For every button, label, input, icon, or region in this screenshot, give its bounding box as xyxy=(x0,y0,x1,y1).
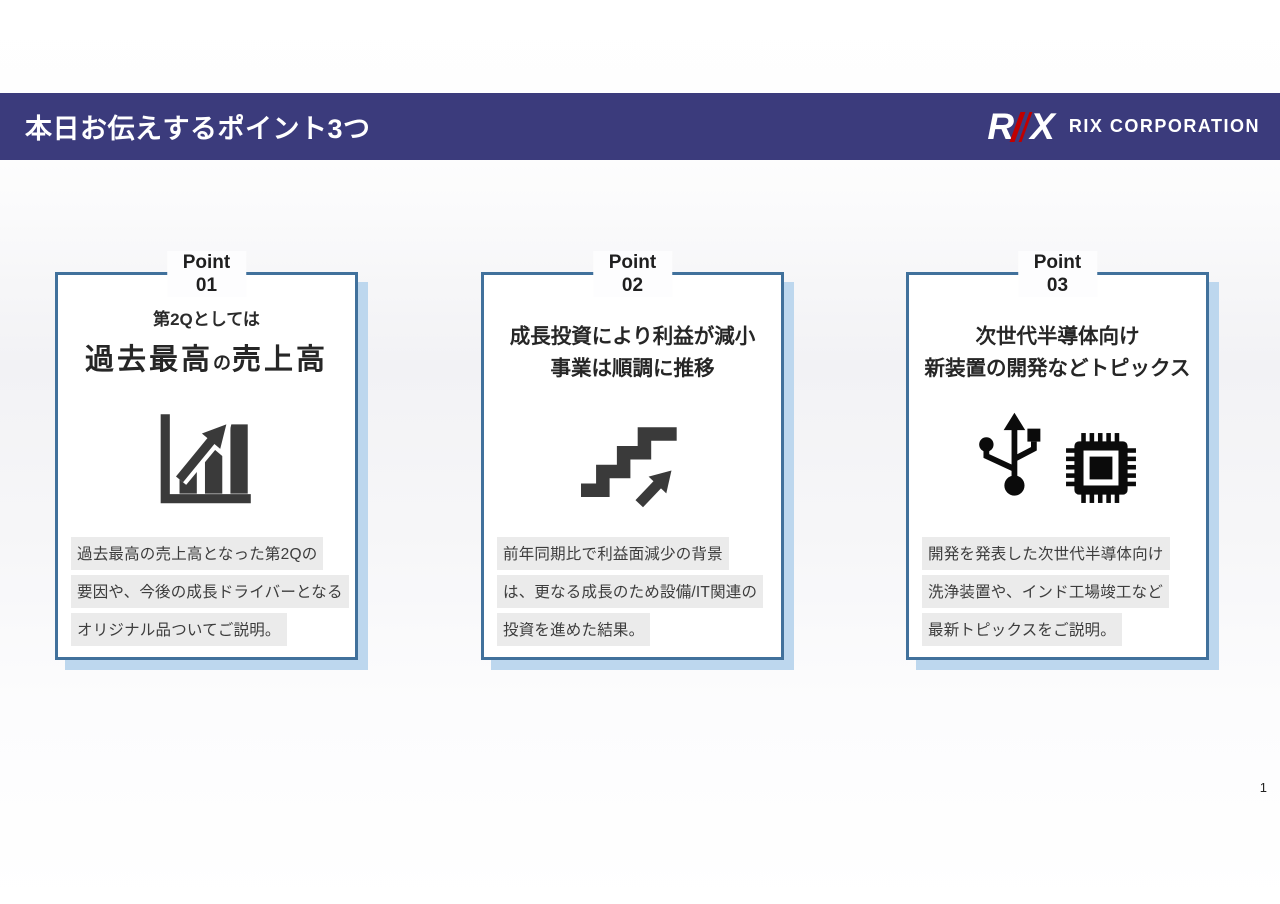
logo-slashes-icon xyxy=(1009,111,1033,142)
card3-title-lines: 次世代半導体向け 新装置の開発などトピックス xyxy=(924,325,1191,380)
point-word: Point xyxy=(182,252,231,273)
card1-body: 過去最高の売上高となった第2Qの 要因や、今後の成長ドライバーとなる オリジナル… xyxy=(71,537,349,651)
card2-body: 前年同期比で利益面減少の背景 は、更なる成長のため設備/IT関連の 投資を進めた… xyxy=(497,537,770,651)
body-line: 前年同期比で利益面減少の背景 xyxy=(497,537,770,570)
body-line: 投資を進めた結果。 xyxy=(497,613,770,646)
microchip-icon xyxy=(1065,433,1136,503)
page-title: 本日お伝えするポイント3つ xyxy=(25,114,371,144)
point-label-1: Point 01 xyxy=(166,251,247,297)
card2-title-lines: 成長投資により利益が減小 事業は順調に推移 xyxy=(509,325,756,380)
headline-particle: の xyxy=(213,353,232,373)
card1-title-sub: 第2Qとしては xyxy=(153,310,260,329)
body-line: 最新トピックスをご説明。 xyxy=(922,613,1195,646)
body-line: 開発を発表した次世代半導体向け xyxy=(922,537,1195,570)
point-number: 03 xyxy=(1046,275,1069,296)
usb-icon xyxy=(978,412,1040,496)
header-bar: 本日お伝えするポイント3つ R X RIX CORPORATION xyxy=(0,93,1280,160)
card2-title: 成長投資により利益が減小 事業は順調に推移 xyxy=(484,305,781,385)
body-line: 過去最高の売上高となった第2Qの xyxy=(71,537,344,570)
point-label-3: Point 03 xyxy=(1017,251,1098,297)
card1-icon-area xyxy=(58,393,355,525)
growth-bar-chart-icon xyxy=(160,414,251,504)
card2-icon-area xyxy=(484,393,781,525)
point-card-3: Point 03 次世代半導体向け 新装置の開発などトピックス xyxy=(906,251,1209,660)
card3-title: 次世代半導体向け 新装置の開発などトピックス xyxy=(909,305,1206,385)
point-card-1: Point 01 第2Qとしては 過去最高の売上高 xyxy=(55,251,358,660)
headline-part-a: 過去最高 xyxy=(84,344,213,376)
rix-logo: R X RIX CORPORATION xyxy=(987,108,1260,145)
body-line: 洗浄装置や、インド工場竣工など xyxy=(922,575,1195,608)
card3-body: 開発を発表した次世代半導体向け 洗浄装置や、インド工場竣工など 最新トピックスを… xyxy=(922,537,1195,651)
rising-stairs-icon xyxy=(580,427,677,508)
card1-title: 第2Qとしては 過去最高の売上高 xyxy=(58,305,355,378)
point-label-2: Point 02 xyxy=(592,251,673,297)
card1-headline: 過去最高の売上高 xyxy=(58,336,355,378)
page-number: 1 xyxy=(1259,780,1267,795)
point-number: 01 xyxy=(195,275,218,296)
body-line: オリジナル品ついてご説明。 xyxy=(71,613,344,646)
point-card-2: Point 02 成長投資により利益が減小 事業は順調に推移 前年同期比で利益面… xyxy=(481,251,784,660)
rix-logo-mark: R X xyxy=(987,108,1054,145)
point-word: Point xyxy=(608,252,657,273)
logo-company-name: RIX CORPORATION xyxy=(1068,116,1260,136)
body-line: 要因や、今後の成長ドライバーとなる xyxy=(71,575,349,608)
logo-letter-x: X xyxy=(1030,106,1055,147)
point-word: Point xyxy=(1033,252,1082,273)
card3-icon-area xyxy=(909,393,1206,525)
headline-part-b: 売上高 xyxy=(232,344,329,376)
body-line: は、更なる成長のため設備/IT関連の xyxy=(497,575,770,608)
point-number: 02 xyxy=(621,275,644,296)
